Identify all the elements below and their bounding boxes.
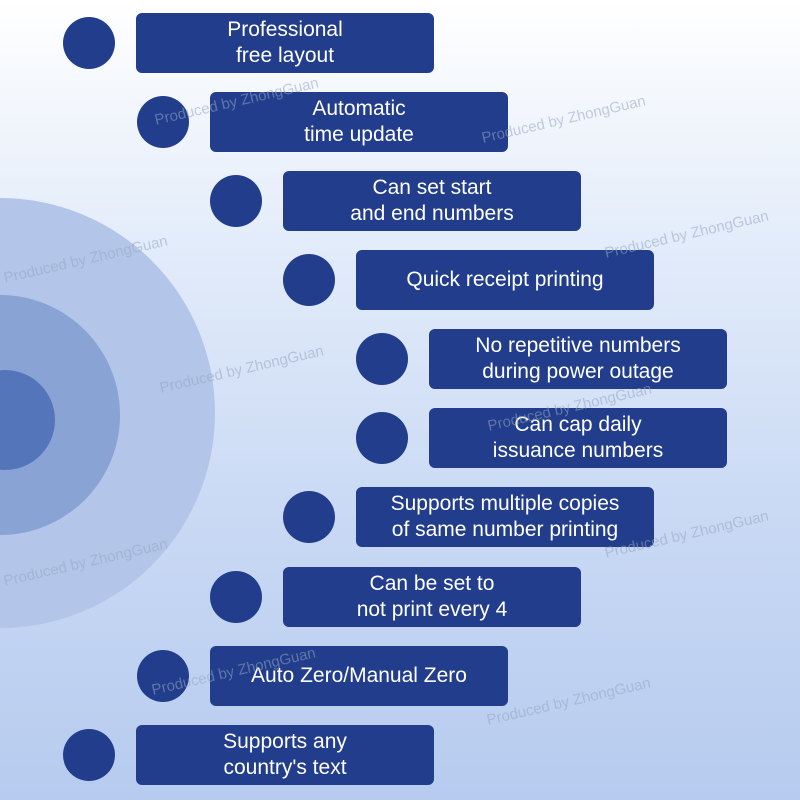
feature-label: Can set start and end numbers [283, 171, 581, 231]
feature-label: Quick receipt printing [356, 250, 654, 310]
bullet-dot [63, 729, 115, 781]
bullet-dot [63, 17, 115, 69]
feature-label: Supports any country's text [136, 725, 434, 785]
bullet-dot [137, 650, 189, 702]
bullet-dot [356, 412, 408, 464]
bullet-dot [283, 254, 335, 306]
feature-label: Can be set to not print every 4 [283, 567, 581, 627]
watermark: Produced by ZhongGuan [603, 207, 771, 262]
bullet-dot [210, 175, 262, 227]
feature-label: No repetitive numbers during power outag… [429, 329, 727, 389]
feature-label: Can cap daily issuance numbers [429, 408, 727, 468]
bullet-dot [356, 333, 408, 385]
bullet-dot [283, 491, 335, 543]
bullet-dot [210, 571, 262, 623]
feature-label: Automatic time update [210, 92, 508, 152]
feature-label: Auto Zero/Manual Zero [210, 646, 508, 706]
bullet-dot [137, 96, 189, 148]
watermark: Produced by ZhongGuan [485, 674, 653, 729]
feature-label: Supports multiple copies of same number … [356, 487, 654, 547]
feature-label: Professional free layout [136, 13, 434, 73]
